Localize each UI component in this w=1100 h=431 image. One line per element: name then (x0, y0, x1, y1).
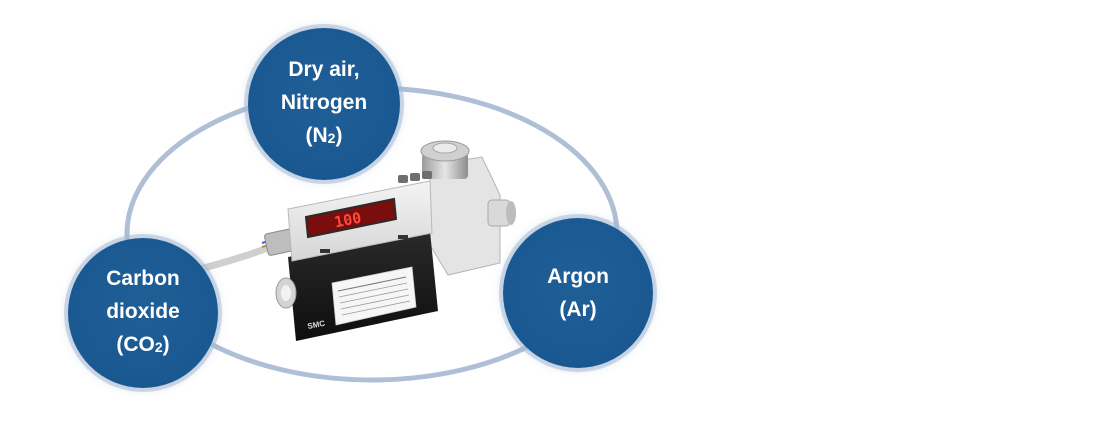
digital-display (304, 197, 398, 239)
gas-label-line: Argon (547, 265, 609, 288)
label-line (341, 300, 411, 316)
brand-logo: SMC (307, 319, 326, 331)
gas-label-line: dioxide (106, 300, 180, 323)
label-line (339, 288, 409, 304)
set-button[interactable] (410, 173, 420, 181)
gas-formula: (N2) (281, 119, 367, 155)
formula-text: ) (162, 333, 170, 356)
gas-bubble-carbon-dioxide: Carbon dioxide (CO2) (68, 238, 218, 388)
display-readout: 100 (333, 209, 363, 232)
down-button[interactable] (422, 171, 432, 179)
formula-text: (CO (116, 333, 155, 356)
knob-cap (432, 142, 458, 154)
cable (200, 243, 274, 273)
gas-bubble-dry-air-nitrogen: Dry air, Nitrogen (N2) (248, 28, 400, 180)
indicator-mark (320, 249, 330, 253)
gas-label-line: Dry air, (288, 58, 360, 81)
formula-subscript: 2 (327, 130, 336, 146)
up-button[interactable] (398, 175, 408, 183)
formula-text: (N (305, 124, 328, 147)
indicator-mark (398, 235, 408, 239)
label-line (337, 276, 407, 292)
gas-formula: (CO2) (106, 328, 180, 364)
gas-label-line: Carbon (106, 267, 180, 290)
gas-label-line: Nitrogen (280, 91, 368, 114)
flow-switch-device: 100 SMC (200, 140, 516, 341)
outlet-port (506, 201, 516, 225)
label-line (340, 294, 410, 310)
gas-bubble-argon: Argon (Ar) (503, 218, 653, 368)
inlet-port (281, 285, 291, 301)
label-line (338, 282, 408, 298)
formula-subscript: 2 (154, 339, 163, 355)
gas-label-line: (Ar) (559, 298, 597, 321)
formula-text: ) (335, 124, 343, 147)
